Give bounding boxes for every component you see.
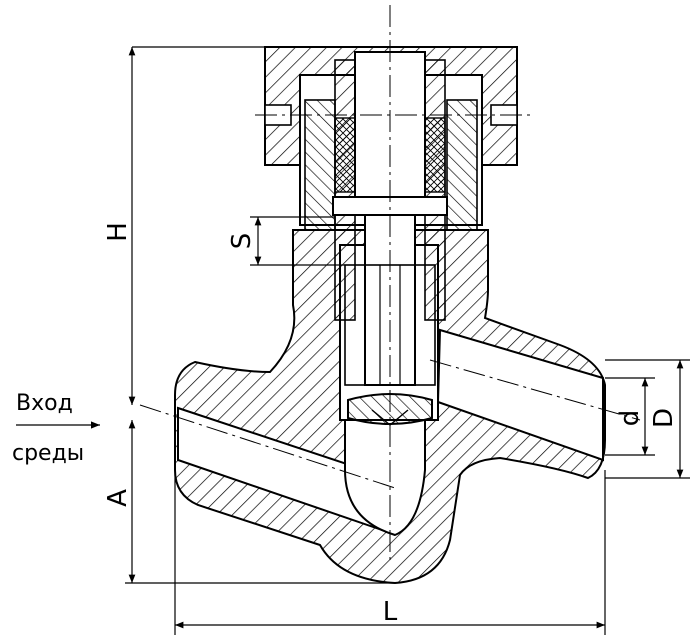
stem-assembly <box>332 51 448 426</box>
dim-D-label: D <box>649 408 679 428</box>
dimension-lines <box>125 46 690 635</box>
dim-L-label: L <box>383 597 398 627</box>
dim-S-label: S <box>227 233 257 250</box>
dim-A-label: A <box>103 489 133 507</box>
dim-d-label: d <box>615 410 645 427</box>
centre-lines <box>139 5 641 560</box>
inlet-label-line2: среды <box>12 441 84 466</box>
dim-H-label: H <box>103 222 133 242</box>
inlet-label-line1: Вход <box>16 391 73 416</box>
inlet-label: Вход среды <box>12 391 100 466</box>
